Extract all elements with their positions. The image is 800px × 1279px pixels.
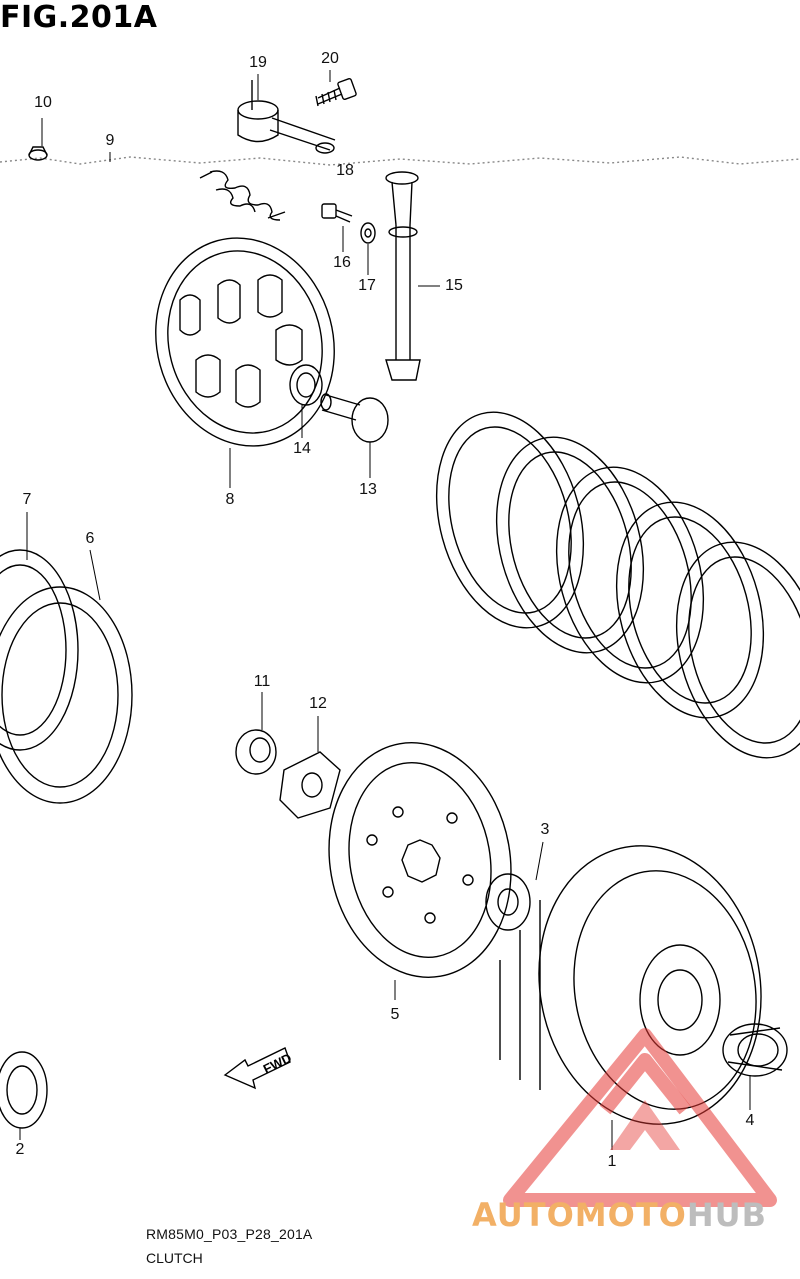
callout-3: 3 [540, 821, 550, 838]
callout-16: 16 [333, 254, 351, 271]
figure-title: FIG.201A [0, 0, 158, 35]
part-13-pin [320, 393, 389, 443]
callout-14: 14 [293, 440, 311, 457]
callout-5: 5 [390, 1006, 400, 1023]
watermark-text-part1: AUTOMOTO [472, 1196, 687, 1234]
callout-11: 11 [253, 673, 271, 690]
fwd-arrow-icon [223, 1047, 291, 1090]
part-10-pin [28, 146, 48, 161]
part-17-washer [360, 222, 376, 244]
part-3-thrust-washer [485, 873, 531, 931]
part-14-bearing [289, 364, 323, 406]
callout-18: 18 [336, 162, 354, 179]
model-code: RM85M0_P03_P28_201A [146, 1226, 313, 1242]
callout-8: 8 [225, 491, 235, 508]
watermark-text-part2: HUB [686, 1196, 768, 1234]
part-18-springs [199, 170, 286, 221]
part-6-clutch-plate [0, 586, 133, 804]
callout-19: 19 [249, 54, 267, 71]
clutch-plate-stack [435, 411, 800, 759]
callout-6: 6 [85, 530, 95, 547]
callout-12: 12 [309, 695, 327, 712]
part-4-needle-bearing [722, 1023, 788, 1077]
callout-7: 7 [22, 491, 32, 508]
page-tear-line [0, 156, 800, 166]
part-11-nut [235, 729, 277, 775]
part-16-screw [321, 203, 353, 223]
part-12-lock-washer [279, 751, 341, 819]
fwd-label: FWD [261, 1050, 294, 1076]
callout-13: 13 [359, 481, 377, 498]
part-15-push-rod [385, 171, 421, 381]
callout-10: 10 [34, 94, 52, 111]
callout-4: 4 [745, 1112, 755, 1129]
callout-1: 1 [607, 1153, 617, 1170]
part-5-sleeve-hub [328, 742, 512, 978]
part-7-friction-plate [0, 549, 79, 751]
callout-20: 20 [321, 50, 339, 67]
callout-15: 15 [445, 277, 463, 294]
part-20-bolt [315, 78, 357, 107]
part-19-release-lever [237, 80, 336, 154]
callout-9: 9 [105, 132, 115, 149]
callout-17: 17 [358, 277, 376, 294]
section-name: CLUTCH [146, 1250, 203, 1266]
part-2-washer [0, 1051, 48, 1129]
part-1-clutch-housing [499, 845, 762, 1125]
callout-2: 2 [15, 1141, 25, 1158]
watermark-text: AUTOMOTOHUB [472, 1196, 767, 1234]
part-8-pressure-plate [155, 237, 335, 447]
